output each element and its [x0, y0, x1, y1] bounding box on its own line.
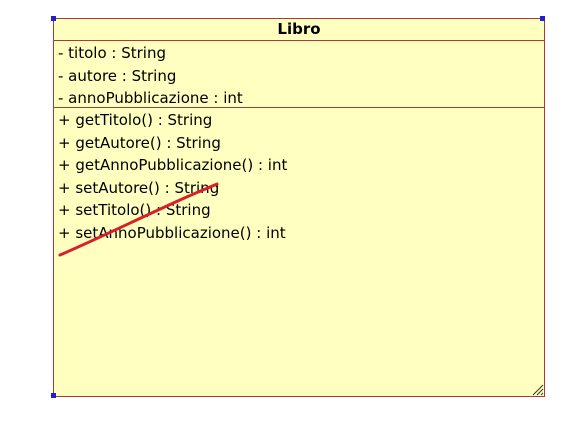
- method-get-autore: + getAutore() : String: [58, 133, 221, 152]
- resize-grip-icon[interactable]: [530, 382, 544, 396]
- methods-compartment: + getTitolo() : String + getAutore() : S…: [54, 108, 544, 244]
- selection-handle-top-right[interactable]: [540, 16, 545, 21]
- method-get-titolo: + getTitolo() : String: [58, 111, 213, 129]
- attributes-compartment: - titolo : String - autore : String - an…: [54, 41, 544, 108]
- method-set-titolo: + setTitolo() : String: [58, 201, 211, 219]
- class-name: Libro: [54, 19, 544, 41]
- method-set-anno-pubblicazione: + setAnnoPubblicazione() : int: [58, 223, 286, 242]
- selection-handle-bottom-left[interactable]: [51, 393, 56, 398]
- attribute-anno-pubblicazione: - annoPubblicazione : int: [58, 89, 243, 107]
- method-get-anno-pubblicazione: + getAnnoPubblicazione() : int: [58, 156, 288, 174]
- uml-class-libro[interactable]: Libro - titolo : String - autore : Strin…: [53, 18, 545, 397]
- attribute-titolo: - titolo : String: [58, 44, 166, 62]
- method-set-autore: + setAutore() : String: [58, 178, 220, 197]
- attribute-autore: - autore : String: [58, 66, 177, 85]
- selection-handle-top-left[interactable]: [51, 16, 56, 21]
